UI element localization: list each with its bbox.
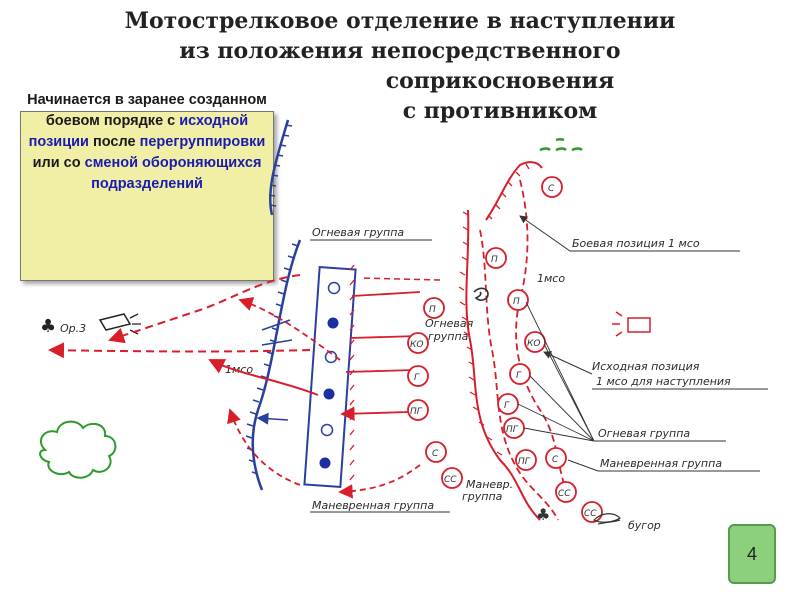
- circle-s-top: С: [548, 184, 555, 194]
- note-part-3: после: [92, 134, 136, 150]
- note-part-5: или со: [32, 155, 81, 171]
- label-hill: бугор: [628, 519, 661, 532]
- page-number-badge: 4: [728, 524, 776, 584]
- cloud-icon: [39, 420, 117, 479]
- circle-ss-right-1: СС: [558, 489, 571, 499]
- label-mso-right: 1мсо: [537, 272, 565, 285]
- leader-maneuver-group-right: [567, 459, 760, 472]
- circle-g-right-1: Г: [516, 371, 522, 381]
- circle-p-mid: П: [429, 305, 436, 315]
- leader-fire-group-rays: [517, 301, 595, 442]
- title-line-3: соприкосновения: [385, 68, 615, 94]
- label-battle-position: Боевая позиция 1 мсо: [572, 237, 700, 250]
- note-part-1: Начинается в заранее созданном боевом по…: [27, 92, 267, 129]
- label-fire-group-mid-1: Огневая: [425, 317, 474, 330]
- route-maneuver-left: [227, 408, 301, 486]
- circle-ss-right-2: СС: [584, 509, 597, 519]
- circle-g-mid: Г: [414, 373, 420, 383]
- enemy-line-main: [251, 239, 302, 491]
- route-left-main: [48, 342, 311, 359]
- equipment-icon: [473, 287, 489, 301]
- route-left-lower: [208, 359, 319, 396]
- note-box: [20, 111, 274, 281]
- route-left-upper: [108, 274, 301, 344]
- label-fire-group-left: Огневая группа: [312, 226, 404, 239]
- note-part-6: сменой обороняющихся: [84, 155, 262, 171]
- start-line-outer-ticks: [458, 211, 503, 456]
- circle-ko-mid: КО: [410, 340, 423, 350]
- enemy-position-marks: [539, 138, 583, 152]
- circle-ss-mid: СС: [444, 475, 457, 485]
- enemy-weapon-icon: [98, 313, 132, 331]
- start-line-outer: [465, 209, 541, 521]
- tree-icon: ♣: [40, 316, 56, 337]
- label-start-position-1: Исходная позиция: [592, 360, 700, 373]
- label-maneuver-group-mid-2: группа: [462, 490, 503, 503]
- label-maneuver-group-left: Маневренная группа: [312, 499, 434, 512]
- enemy-line-top-ticks: [268, 124, 293, 207]
- slide-title: Мотострелковое отделение в наступлении и…: [0, 6, 800, 126]
- title-line-4: с противником: [402, 98, 598, 124]
- position-circles: [319, 281, 341, 469]
- battle-line: [479, 229, 559, 521]
- label-or3: Ор.3: [60, 322, 86, 335]
- note-text: Начинается в заранее созданном боевом по…: [20, 90, 274, 195]
- fire-arrows-mid-to-left: [342, 291, 421, 414]
- route-maneuver-mid: [338, 464, 421, 499]
- title-line-1: Мотострелковое отделение в наступлении: [124, 8, 676, 34]
- mid-column: П КО Г ПГ С СС: [407, 297, 463, 489]
- hill-icon: [592, 513, 621, 525]
- circle-p-right-2: П: [513, 297, 520, 307]
- start-line-inner: [485, 161, 543, 221]
- circle-g-right-2: Г: [504, 401, 510, 411]
- label-start-position-2: 1 мсо для наступления: [596, 375, 731, 388]
- label-maneuver-group-right: Маневренная группа: [600, 457, 722, 470]
- circle-pg-right-1: ПГ: [506, 425, 519, 435]
- note-part-2: исходной позиции: [28, 113, 249, 150]
- label-maneuver-group-mid-1: Маневр.: [466, 478, 513, 491]
- label-fire-group-right: Огневая группа: [598, 427, 690, 440]
- fire-group-frame: [303, 265, 357, 489]
- circle-p-right-1: П: [491, 255, 498, 265]
- title-line-2: из положения непосредственного: [179, 38, 621, 64]
- circle-s-mid: С: [432, 449, 439, 459]
- note-part-7: подразделений: [91, 176, 203, 192]
- blue-arrows: [258, 319, 293, 420]
- enemy-fire-icon-right: [612, 311, 651, 337]
- label-fire-group-mid-2: группа: [428, 330, 469, 343]
- start-line-inner-ticks: [487, 163, 530, 220]
- note-part-4: перегруппировки: [139, 134, 266, 150]
- circle-ko-right: КО: [527, 339, 540, 349]
- circle-s-right: С: [552, 455, 559, 465]
- fire-arrows-far: [359, 277, 441, 281]
- leader-battle-position: [519, 215, 740, 252]
- circle-pg-mid: ПГ: [410, 407, 423, 417]
- bush-icon: ♣: [536, 505, 550, 524]
- enemy-line-top: [268, 119, 290, 216]
- circle-pg-right-2: ПГ: [518, 457, 531, 467]
- right-column: С П П КО Г Г ПГ ПГ С СС СС: [485, 176, 603, 523]
- route-fire-group-advance: [238, 297, 341, 361]
